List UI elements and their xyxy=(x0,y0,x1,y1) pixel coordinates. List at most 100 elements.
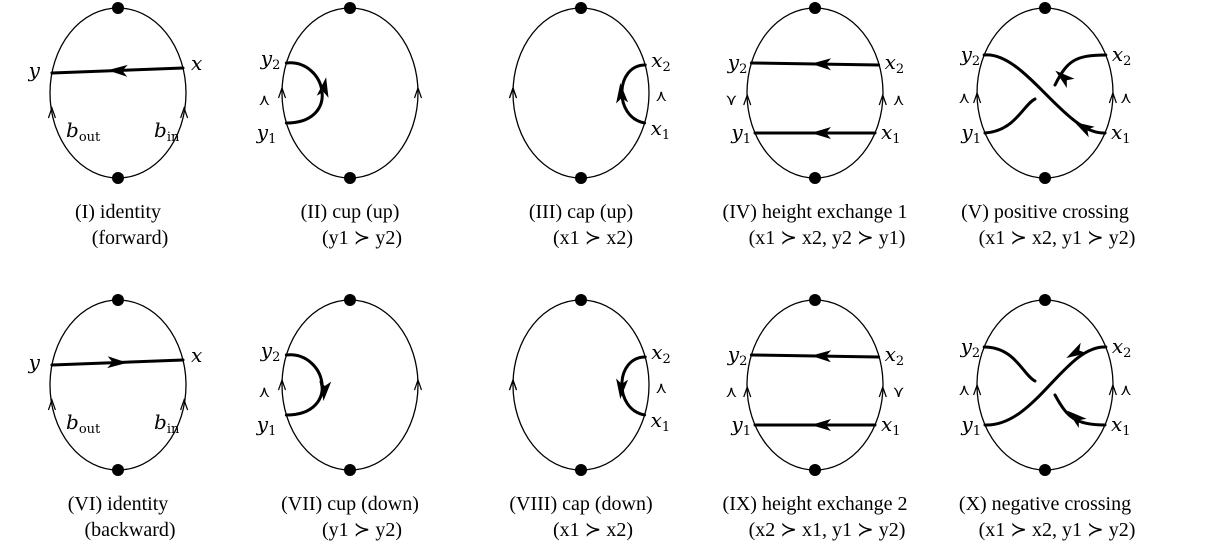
label-b-in: bin xyxy=(154,118,180,145)
label-bottom: x1 xyxy=(651,116,671,143)
under-strand-b xyxy=(1053,393,1107,427)
bottom-vertex-dot xyxy=(1039,464,1051,476)
label-bottom: y1 xyxy=(256,412,277,439)
bottom-vertex-dot xyxy=(112,172,124,184)
label-top: x2 xyxy=(651,48,671,75)
panel-7: y2 y1 ⋏ (VII) cup (down) (y1 ≻ y2) xyxy=(256,294,423,541)
bottom-vertex-dot xyxy=(344,172,356,184)
order-mark-icon: ⋏ xyxy=(259,382,271,401)
label-y2: y2 xyxy=(960,334,981,361)
strand-arrow-icon xyxy=(811,58,832,71)
top-vertex-dot xyxy=(575,294,587,306)
strand-arrow-icon xyxy=(319,380,332,401)
caption-title: (I) identity xyxy=(75,201,161,223)
boundary-arrow-icon xyxy=(1108,383,1117,396)
boundary-ellipse xyxy=(49,7,187,179)
boundary-ellipse xyxy=(49,299,187,471)
bottom-vertex-dot xyxy=(344,464,356,476)
label-y1: y1 xyxy=(960,412,981,439)
top-vertex-dot xyxy=(1039,294,1051,306)
bottom-vertex-dot xyxy=(1039,172,1051,184)
boundary-ellipse xyxy=(512,7,650,179)
order-mark-left-icon: ⋏ xyxy=(958,380,970,399)
strand-arrow-icon xyxy=(107,64,128,77)
label-x1: x1 xyxy=(1111,120,1131,147)
caption-title: (VI) identity xyxy=(68,493,169,515)
cap-strand xyxy=(620,63,647,125)
boundary-arrow-icon xyxy=(508,378,518,391)
order-mark-right-icon: ⋏ xyxy=(1120,88,1132,107)
label-y: y xyxy=(28,350,41,374)
strand-arrow-icon xyxy=(1074,122,1095,138)
strand-arrow-icon xyxy=(811,419,831,431)
boundary-ellipse xyxy=(281,7,419,179)
under-strand-b xyxy=(1053,53,1108,87)
caption-order: (x1 ≻ x2, y2 ≻ y1) xyxy=(749,227,906,249)
bottom-vertex-dot xyxy=(575,464,587,476)
boundary-arrow-icon xyxy=(1108,91,1117,104)
boundary-arrow-icon xyxy=(277,86,287,99)
boundary-arrow-icon xyxy=(973,383,982,396)
top-vertex-dot xyxy=(344,294,356,306)
boundary-arrow-icon xyxy=(180,398,189,411)
strand-arrow-icon xyxy=(616,378,629,399)
boundary-ellipse xyxy=(746,299,884,471)
strand-arrow-icon xyxy=(811,127,831,139)
over-strand xyxy=(982,53,1107,135)
caption-order: (y1 ≻ y2) xyxy=(322,227,402,249)
caption-order: (backward) xyxy=(84,519,175,541)
strand-arrow-icon xyxy=(1066,342,1087,358)
order-mark-right-icon: ⋎ xyxy=(893,382,905,401)
order-mark-icon: ⋏ xyxy=(655,86,667,105)
boundary-arrow-icon xyxy=(277,378,287,391)
label-y1: y1 xyxy=(730,412,751,439)
caption-title: (VII) cup (down) xyxy=(281,493,419,515)
order-mark-right-icon: ⋏ xyxy=(1120,380,1132,399)
boundary-arrow-icon xyxy=(180,106,189,119)
strand-arrow-icon xyxy=(811,350,832,363)
boundary-ellipse xyxy=(281,299,419,471)
caption-title: (VIII) cap (down) xyxy=(509,493,652,515)
caption-order: (forward) xyxy=(92,227,169,249)
label-x2: x2 xyxy=(885,50,905,77)
strand-arrow-icon xyxy=(316,77,329,98)
boundary-arrow-icon xyxy=(878,385,887,398)
top-vertex-dot xyxy=(344,2,356,14)
boundary-arrow-icon xyxy=(743,93,752,106)
bottom-vertex-dot xyxy=(809,172,821,184)
boundary-arrow-icon xyxy=(413,378,423,391)
label-y2: y2 xyxy=(727,50,748,77)
top-vertex-dot xyxy=(112,294,124,306)
label-x: x xyxy=(191,343,202,367)
label-bottom: x1 xyxy=(651,408,671,435)
strand-arrow-icon xyxy=(616,83,629,104)
label-x1: x1 xyxy=(881,412,901,439)
label-x2: x2 xyxy=(1112,42,1132,69)
bottom-vertex-dot xyxy=(575,172,587,184)
bottom-vertex-dot xyxy=(112,464,124,476)
label-top: x2 xyxy=(651,340,671,367)
cup-strand xyxy=(284,61,324,125)
strand-arrow-icon xyxy=(107,356,128,369)
caption-title: (IX) height exchange 2 xyxy=(723,493,908,515)
label-x2: x2 xyxy=(1112,334,1132,361)
label-top: y2 xyxy=(260,338,281,365)
boundary-ellipse xyxy=(512,299,650,471)
boundary-arrow-icon xyxy=(47,106,56,119)
top-vertex-dot xyxy=(575,2,587,14)
boundary-arrow-icon xyxy=(508,86,518,99)
strand-arrow-icon xyxy=(1067,410,1087,428)
caption-order: (y1 ≻ y2) xyxy=(322,519,402,541)
caption-title: (IV) height exchange 1 xyxy=(723,201,908,223)
top-vertex-dot xyxy=(112,2,124,14)
top-vertex-dot xyxy=(1039,2,1051,14)
label-b-out: bout xyxy=(66,118,101,145)
cup-strand xyxy=(284,353,324,417)
caption-title: (V) positive crossing xyxy=(961,201,1129,223)
